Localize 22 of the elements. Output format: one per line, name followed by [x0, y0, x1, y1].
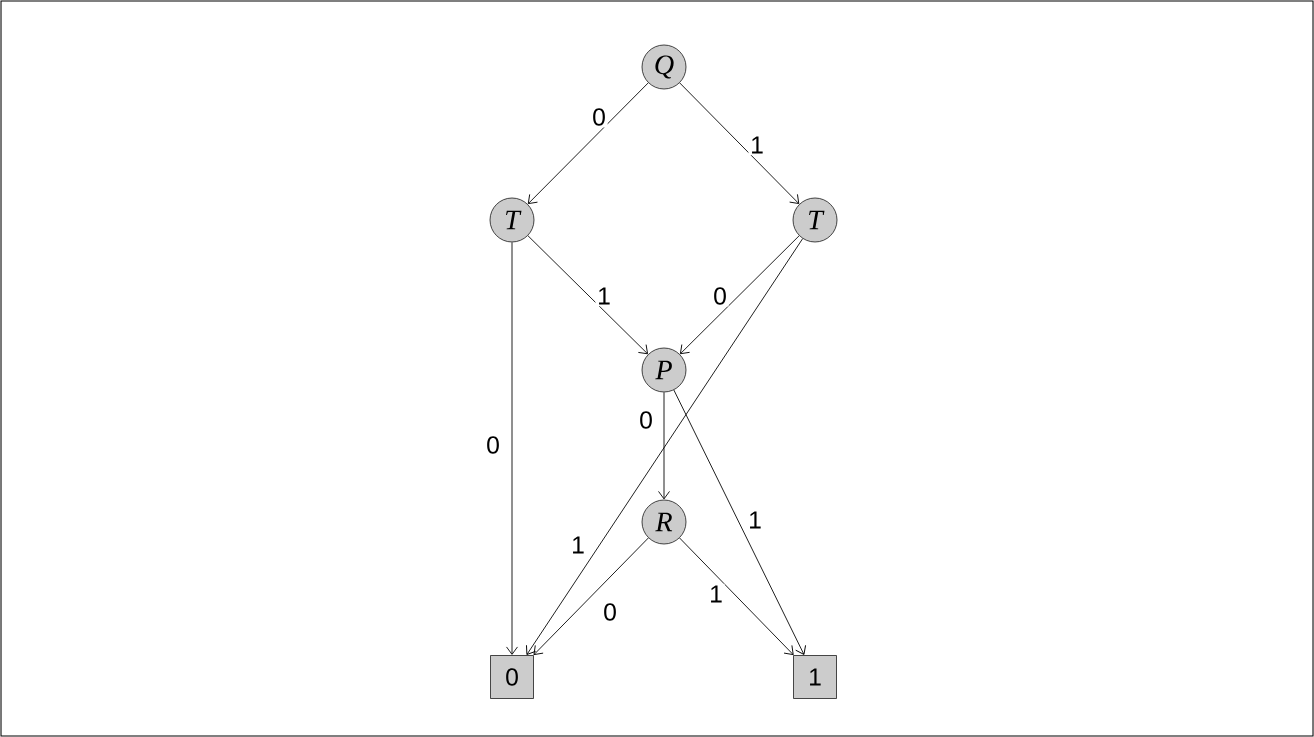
- terminal-box: 0: [490, 655, 534, 699]
- arrow: [506, 241, 518, 655]
- arrow: [679, 537, 794, 656]
- edge-label: 1: [707, 583, 725, 605]
- edge-label: 1: [569, 534, 587, 556]
- edge-label: 0: [484, 434, 502, 456]
- arrow: [533, 537, 649, 656]
- edge-label: 0: [590, 106, 608, 128]
- terminal-box: 1: [793, 655, 837, 699]
- edge-label: 1: [746, 509, 764, 531]
- edge-label: 0: [711, 285, 729, 307]
- arrow: [679, 82, 800, 204]
- arrow: [658, 391, 670, 500]
- arrow: [673, 389, 806, 655]
- edge-label: 1: [595, 285, 613, 307]
- edge-label: 0: [637, 409, 655, 431]
- edge-label: 1: [748, 134, 766, 156]
- edge-label: 0: [601, 601, 619, 623]
- arrow: [527, 82, 649, 205]
- arrow: [679, 235, 800, 355]
- arrow: [526, 238, 804, 655]
- arrow: [527, 235, 648, 355]
